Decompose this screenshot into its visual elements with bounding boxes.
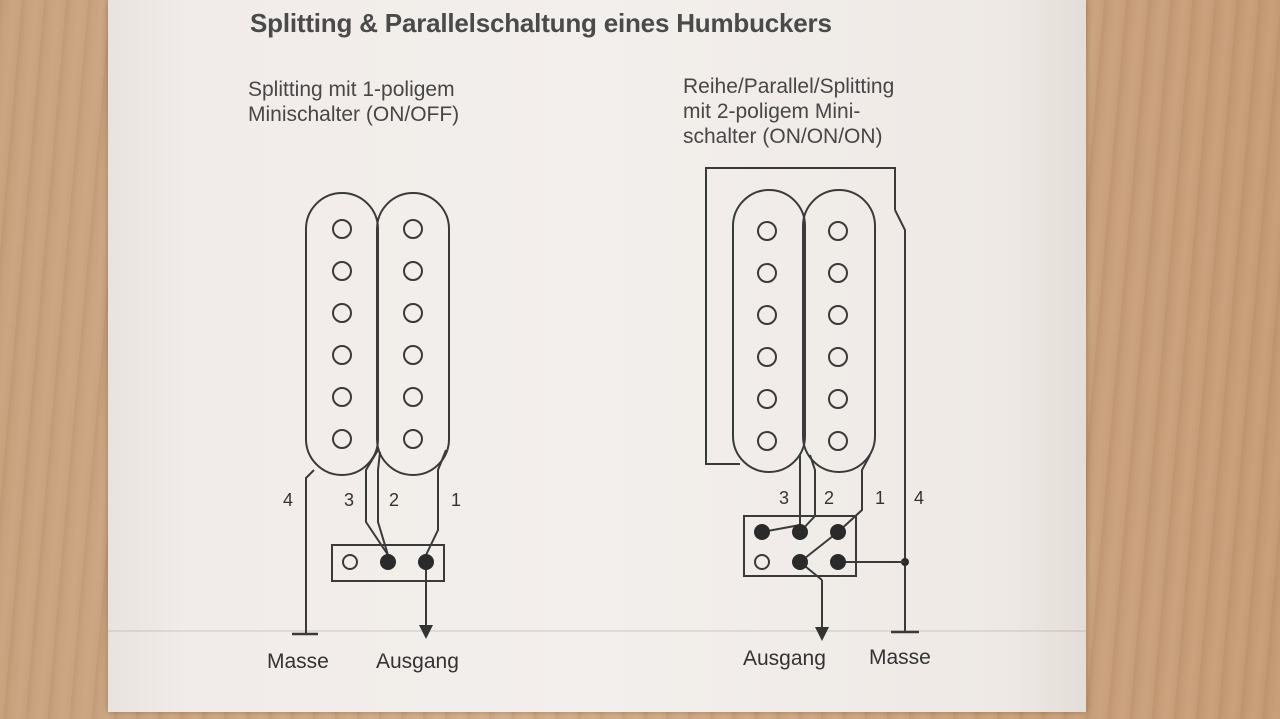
right-wire-number-4: 4 — [914, 488, 925, 508]
right-subtitle: Reihe/Parallel/Splitting mit 2-poligem M… — [683, 75, 895, 148]
right-humbucker — [732, 189, 876, 473]
left-wire-1 — [425, 449, 447, 556]
left-pole-piece — [403, 387, 423, 407]
left-ground-label: Masse — [267, 650, 329, 673]
left-switch-body — [331, 544, 445, 582]
right-output-label: Ausgang — [743, 647, 826, 670]
page-title: Splitting & Parallelschaltung eines Humb… — [250, 8, 832, 38]
left-wire-number-3: 3 — [344, 490, 355, 510]
left-wire-2 — [377, 451, 389, 556]
left-switch-contact-3 — [418, 554, 434, 570]
left-pole-piece — [403, 303, 423, 323]
left-pole-piece — [332, 387, 352, 407]
right-pole-piece — [828, 305, 848, 325]
right-wires — [705, 167, 919, 641]
left-pole-piece — [403, 261, 423, 281]
right-pole-piece — [828, 221, 848, 241]
left-output-label: Ausgang — [376, 650, 459, 673]
left-wire-number-1: 1 — [451, 490, 462, 510]
right-pole-piece — [828, 389, 848, 409]
left-wire-3 — [365, 449, 389, 556]
left-pole-piece — [332, 219, 352, 239]
left-pole-piece — [332, 429, 352, 449]
right-wire-2 — [799, 454, 816, 533]
right-pole-piece — [828, 263, 848, 283]
instruction-sheet — [108, 0, 1086, 712]
right-wire-1 — [837, 454, 871, 533]
left-pole-piece — [403, 219, 423, 239]
right-wire-number-3: 3 — [779, 488, 790, 508]
right-switch-contact-b3 — [830, 554, 846, 570]
left-switch — [331, 544, 445, 582]
right-pole-pieces — [757, 221, 848, 451]
right-pole-piece — [757, 347, 777, 367]
right-wire-4 — [894, 209, 906, 632]
right-switch-link — [799, 531, 839, 563]
right-pole-piece — [828, 347, 848, 367]
left-wire-number-2: 2 — [389, 490, 400, 510]
left-wires — [292, 449, 447, 639]
right-wire-number-1: 1 — [875, 488, 886, 508]
right-loop-wire — [705, 167, 896, 465]
right-coil-1 — [732, 189, 806, 473]
right-switch — [743, 515, 857, 577]
right-pole-piece — [757, 431, 777, 451]
right-switch-contact-a2 — [792, 524, 808, 540]
right-pole-piece — [757, 389, 777, 409]
right-switch-contact-b2 — [792, 554, 808, 570]
left-humbucker — [305, 192, 450, 476]
right-pole-piece — [828, 431, 848, 451]
left-switch-contact-2 — [380, 554, 396, 570]
right-switch-body — [743, 515, 857, 577]
left-pole-piece — [403, 429, 423, 449]
right-switch-contact-a3 — [830, 524, 846, 540]
left-coil-1 — [305, 192, 379, 476]
left-pole-piece — [332, 303, 352, 323]
right-ground-label: Masse — [869, 646, 931, 669]
left-switch-contact-1 — [342, 554, 358, 570]
left-pole-piece — [332, 261, 352, 281]
right-pole-piece — [757, 221, 777, 241]
left-subtitle: Splitting mit 1-poligem Minischalter (ON… — [248, 78, 460, 126]
right-wire-number-2: 2 — [824, 488, 835, 508]
left-wire-4 — [305, 469, 315, 634]
left-coil-2 — [376, 192, 450, 476]
paper-fold — [108, 630, 1086, 632]
left-pole-piece — [403, 345, 423, 365]
left-wire-number-4: 4 — [283, 490, 294, 510]
right-switch-contact-a1 — [754, 524, 770, 540]
right-coil-2 — [802, 189, 876, 473]
right-pole-piece — [757, 263, 777, 283]
left-pole-piece — [332, 345, 352, 365]
right-pole-piece — [757, 305, 777, 325]
left-pole-pieces — [332, 219, 423, 449]
right-switch-contact-b1 — [754, 554, 770, 570]
